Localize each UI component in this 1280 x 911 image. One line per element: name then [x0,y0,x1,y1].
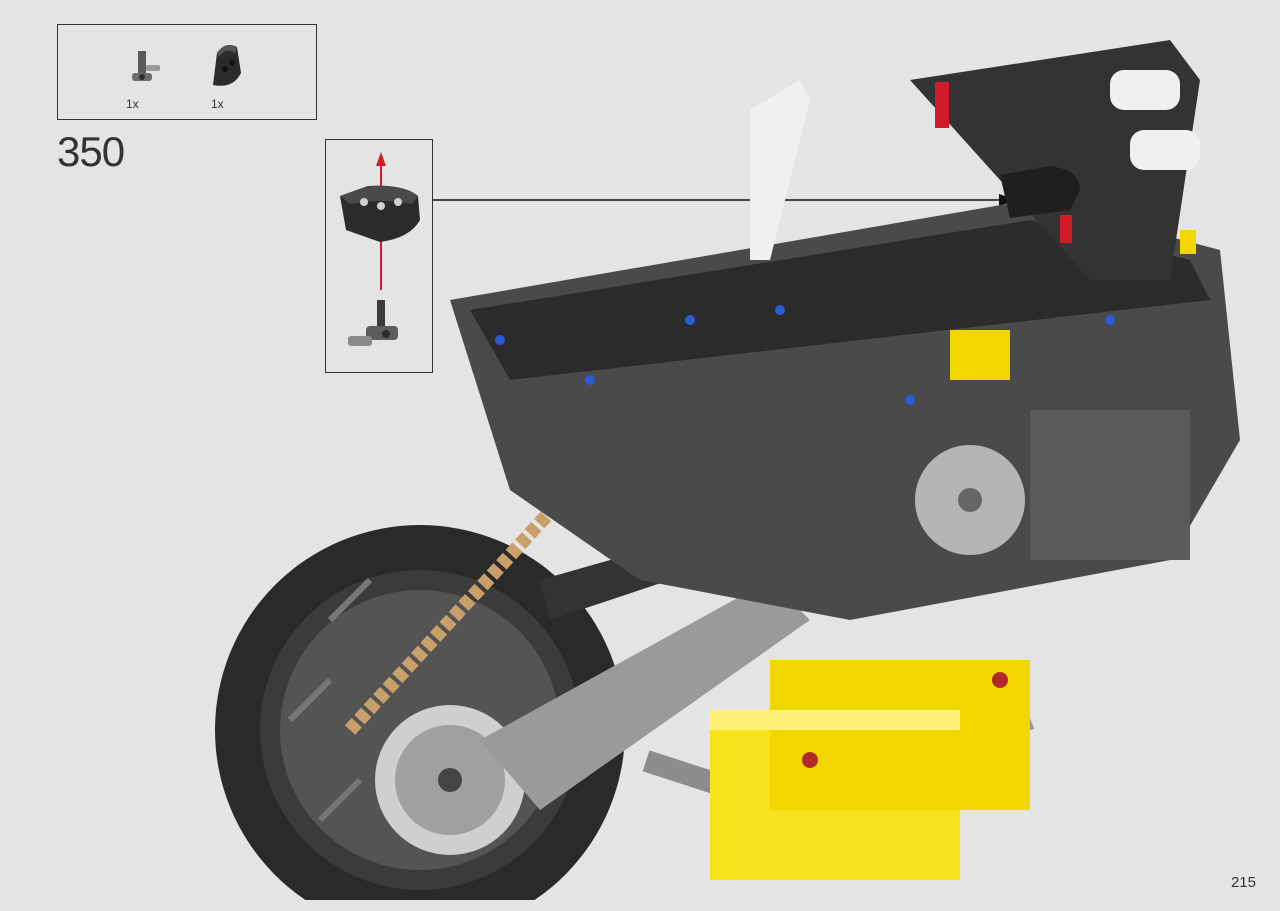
axle-pin-connector-icon [132,51,160,81]
subassembly-callout [325,139,433,373]
part-qty-label: 1x [126,97,139,111]
parts-list-box: 1x 1x [57,24,317,120]
thick-liftarm-triangle-icon [213,45,241,86]
part-thick-liftarm-triangle: 1x [203,25,273,119]
rear-wheel [215,525,625,900]
part-axle-pin-connector: 1x [118,25,188,119]
placed-liftarm-triangle [1000,166,1080,218]
motorcycle-model-illustration [215,40,1240,900]
yellow-stand [642,660,1035,880]
page-number: 215 [1230,874,1256,891]
step-number: 350 [57,128,125,175]
subassembly-illustration [340,152,420,346]
part-qty-label: 1x [211,97,224,111]
arrow-up-icon [376,152,386,166]
